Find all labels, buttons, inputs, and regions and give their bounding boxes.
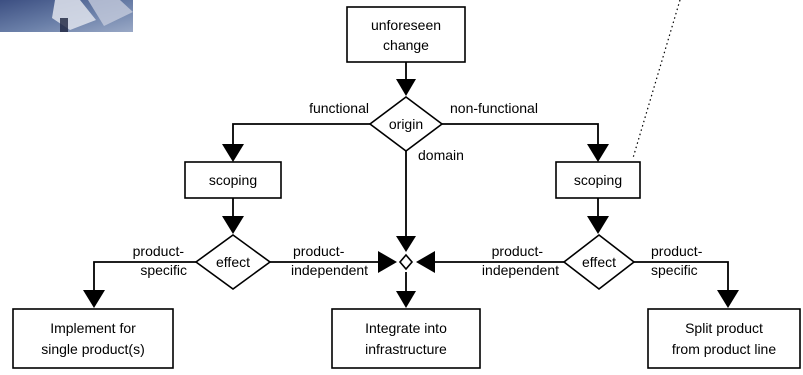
- dotted-pointer-line: [632, 0, 681, 159]
- split-line-2: from product line: [672, 341, 776, 357]
- photo-fragment: [0, 0, 133, 32]
- scoping-right-label: scoping: [574, 172, 622, 188]
- split-line-1: Split product: [685, 320, 763, 336]
- edge-label-right-independent-2: independent: [482, 262, 559, 278]
- effect-right-label: effect: [582, 254, 616, 270]
- integrate-node: Integrate into infrastructure: [331, 308, 481, 369]
- start-node: unforeseen change: [346, 6, 466, 63]
- implement-line-1: Implement for: [50, 320, 136, 336]
- integrate-line-2: infrastructure: [365, 341, 447, 357]
- edge-labels: functional non-functional domain product…: [133, 100, 703, 278]
- edge-label-left-specific-2: specific: [140, 262, 187, 278]
- start-node-line-1: unforeseen: [371, 17, 441, 33]
- edge-label-domain: domain: [418, 147, 464, 163]
- integrate-line-1: Integrate into: [365, 320, 447, 336]
- merge-junction: [398, 253, 414, 271]
- edges: [83, 62, 739, 308]
- edge-label-right-specific-2: specific: [651, 262, 698, 278]
- edge-label-left-independent-2: independent: [291, 262, 368, 278]
- edge-label-left-independent-1: product-: [293, 243, 345, 259]
- edge-label-left-specific-1: product-: [133, 243, 185, 259]
- implement-node: Implement for single product(s): [12, 308, 174, 369]
- origin-label: origin: [389, 116, 423, 132]
- scoping-right-node: scoping: [555, 161, 641, 199]
- edge-label-right-specific-1: product-: [651, 243, 703, 259]
- scoping-left-label: scoping: [209, 172, 257, 188]
- implement-line-2: single product(s): [41, 341, 145, 357]
- edge-label-non-functional: non-functional: [450, 100, 538, 116]
- effect-left-decision: effect: [194, 234, 272, 290]
- origin-decision: origin: [368, 96, 444, 152]
- scoping-left-node: scoping: [184, 161, 282, 199]
- edge-label-functional: functional: [309, 100, 369, 116]
- split-node: Split product from product line: [647, 308, 801, 369]
- start-node-line-2: change: [383, 37, 429, 53]
- effect-left-label: effect: [216, 254, 250, 270]
- effect-right-decision: effect: [562, 233, 636, 291]
- edge-label-right-independent-1: product-: [492, 243, 544, 259]
